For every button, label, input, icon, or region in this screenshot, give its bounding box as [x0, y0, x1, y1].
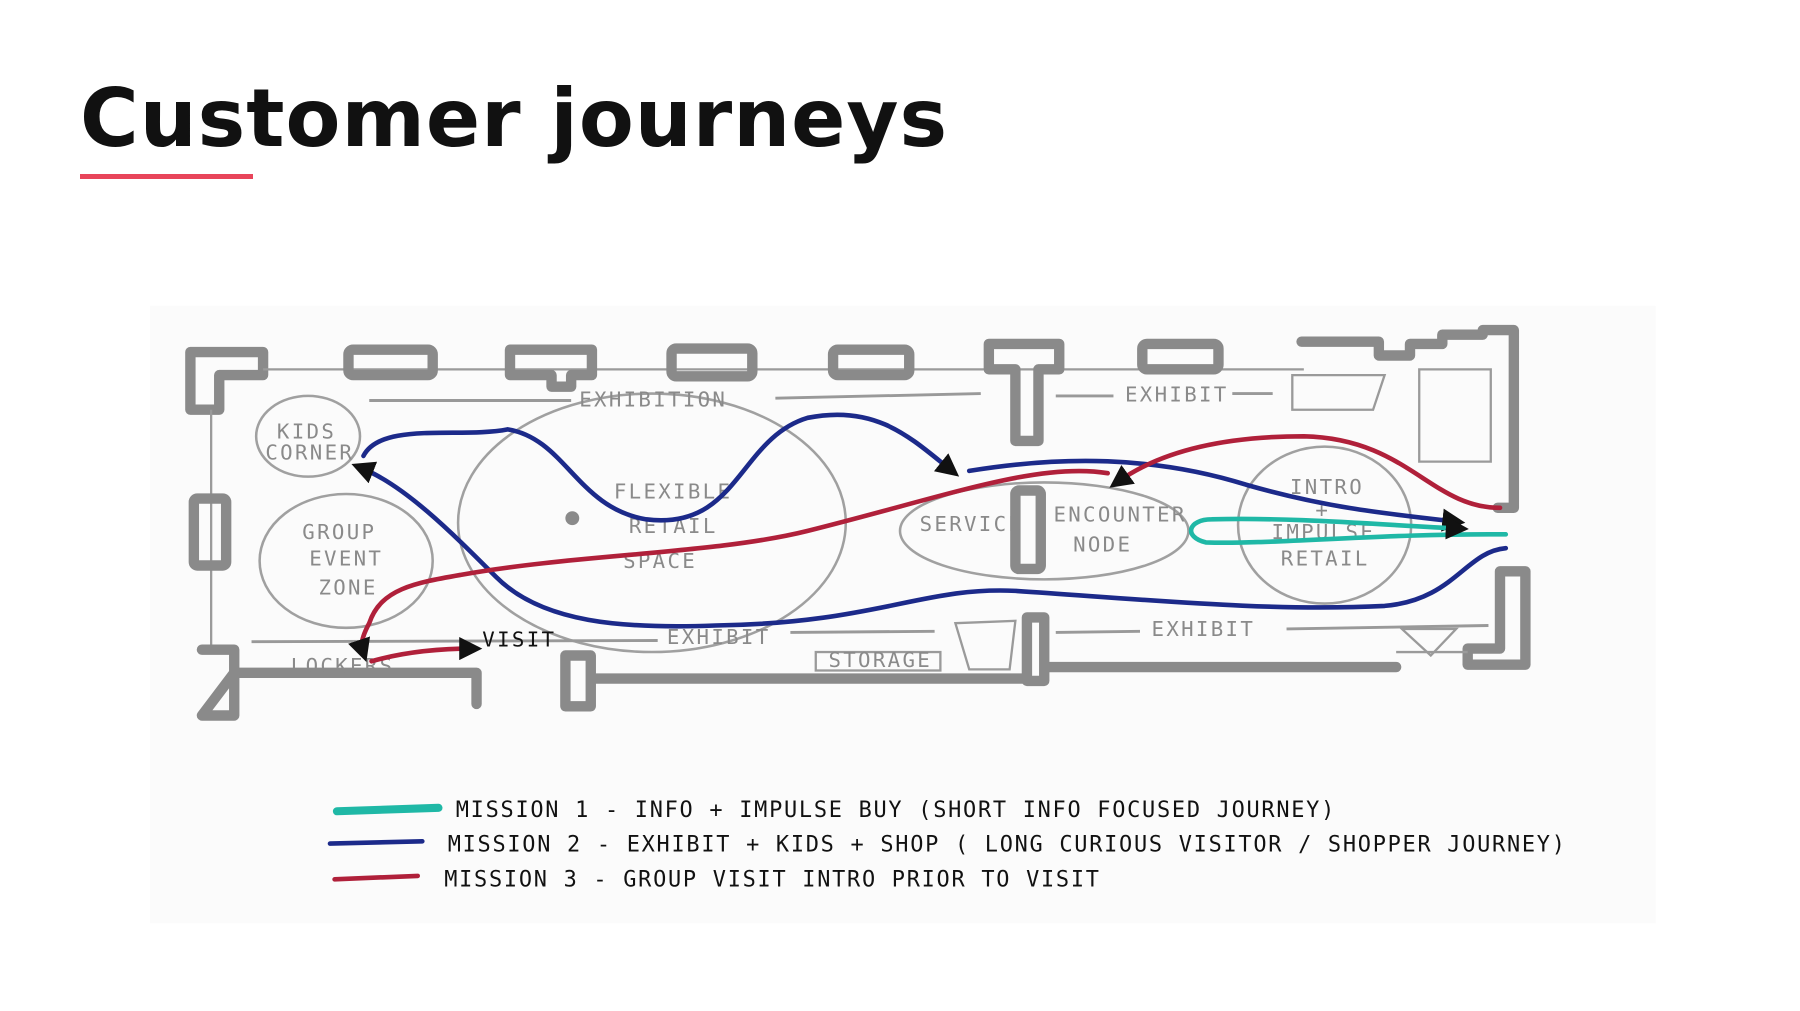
- mission-2-route: [361, 412, 960, 523]
- label-exhibit-top: EXHIBIT: [1125, 383, 1229, 407]
- service-encounter-zone: [898, 481, 1190, 581]
- label-encounter: ENCOUNTER: [1053, 503, 1186, 527]
- label-exhibit-bottom-right: EXHIBIT: [1152, 617, 1256, 641]
- mission-1-route: [1188, 516, 1509, 546]
- label-group: GROUP: [302, 520, 376, 544]
- zones: [254, 392, 1413, 654]
- label-lockers: LOCKERS: [291, 654, 395, 678]
- label-exhibit-bottom: EXHIBIT: [667, 625, 771, 649]
- walls: [185, 324, 1531, 721]
- label-corner: CORNER: [265, 440, 354, 464]
- label-flexible: FLEXIBLE: [614, 480, 732, 504]
- label-exhibition: EXHIBITION: [579, 387, 727, 411]
- legend-label: MISSION 2 - EXHIBIT + KIDS + SHOP ( LONG…: [448, 833, 1567, 858]
- label-event: EVENT: [309, 546, 383, 570]
- title-underline: [80, 174, 253, 179]
- label-service: SERVICE: [920, 512, 1024, 536]
- legend-label: MISSION 3 - GROUP VISIT INTRO PRIOR TO V…: [444, 867, 1100, 892]
- mission-3-route-main: [348, 468, 1110, 662]
- legend-item-mission-3: MISSION 3 - GROUP VISIT INTRO PRIOR TO V…: [332, 867, 1100, 892]
- label-retail-intro: RETAIL: [1281, 546, 1370, 570]
- label-zone: ZONE: [318, 575, 377, 599]
- label-kids: KIDS: [277, 420, 336, 444]
- routes: [348, 412, 1509, 664]
- label-storage: STORAGE: [828, 648, 932, 672]
- mission-2-route-intro: [966, 458, 1466, 532]
- legend-item-mission-1: MISSION 1 - INFO + IMPULSE BUY (SHORT IN…: [332, 798, 1336, 823]
- group-event-zone: [258, 492, 434, 630]
- legend: MISSION 1 - INFO + IMPULSE BUY (SHORT IN…: [327, 798, 1567, 892]
- page-title: Customer journeys: [80, 72, 949, 165]
- mission-3-route-visit: [369, 637, 483, 664]
- legend-label: MISSION 1 - INFO + IMPULSE BUY (SHORT IN…: [456, 798, 1336, 823]
- circulation-arrows: [251, 392, 1489, 644]
- legend-item-mission-2: MISSION 2 - EXHIBIT + KIDS + SHOP ( LONG…: [327, 833, 1567, 858]
- label-visit: VISIT: [482, 627, 556, 651]
- mission-2-route-return: [351, 461, 1509, 629]
- mission-3-route: [1109, 433, 1503, 511]
- kids-corner-zone: [254, 394, 362, 478]
- label-intro: INTRO: [1290, 475, 1364, 499]
- sketch-paper: [150, 305, 1656, 924]
- label-node: NODE: [1073, 533, 1132, 557]
